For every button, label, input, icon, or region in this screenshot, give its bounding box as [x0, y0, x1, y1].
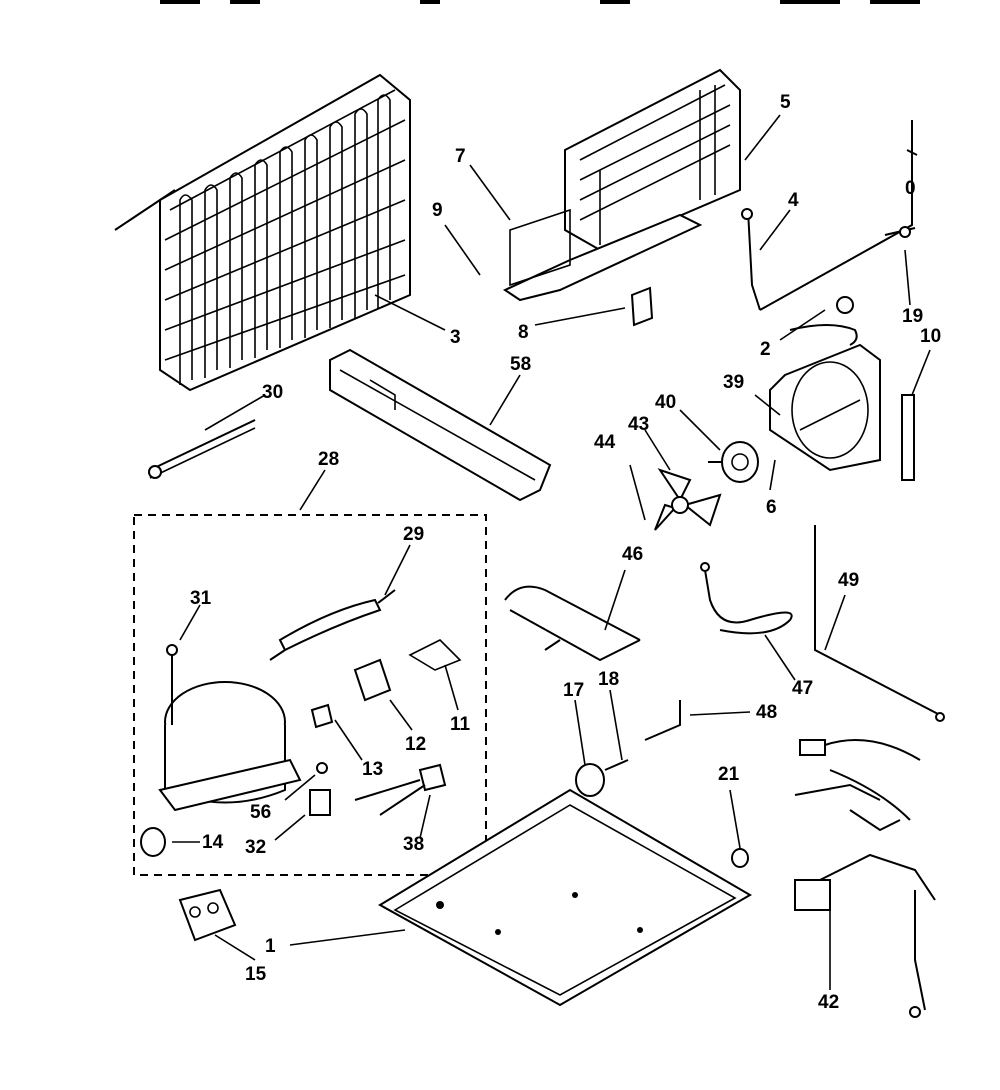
callout-44: 44: [594, 432, 616, 453]
bracket-8: [630, 286, 654, 327]
callout-42: 42: [818, 992, 839, 1013]
evaporator: [502, 68, 741, 302]
callout-6: 6: [766, 497, 777, 518]
callout-3: 3: [450, 327, 461, 348]
fan-motor: [708, 441, 759, 483]
callout-32: 32: [245, 837, 266, 858]
callout-4: 4: [788, 190, 799, 211]
compressor: [158, 644, 302, 812]
callout-15: 15: [245, 964, 267, 985]
base-pan: [378, 788, 752, 1007]
compressor-kit-box: [133, 514, 487, 876]
wire-bracket-46: [504, 585, 641, 662]
callout-31: 31: [190, 588, 212, 609]
callout-7: 7: [455, 146, 466, 167]
callout-38: 38: [403, 834, 424, 855]
wiring-harness: [794, 739, 936, 1018]
callout-10: 10: [920, 326, 941, 347]
wheel-17: [575, 759, 629, 797]
strip-10: [901, 394, 915, 481]
callout-2: 2: [760, 339, 771, 360]
callout-58: 58: [510, 354, 531, 375]
callout-8: 8: [518, 322, 529, 343]
callout-5: 5: [780, 92, 791, 113]
drier: [269, 589, 396, 661]
callout-48: 48: [756, 702, 777, 723]
top-clipped-text: [160, 0, 920, 4]
fan-blade: [654, 468, 722, 531]
grommet-14: [140, 827, 166, 857]
tube-49: [814, 525, 945, 722]
nut-21: [731, 848, 749, 868]
callout-18: 18: [598, 669, 619, 690]
callout-13: 13: [362, 759, 383, 780]
fan-shroud: [769, 343, 881, 472]
callout-43: 43: [628, 414, 649, 435]
callout-0: 0: [905, 178, 916, 199]
callout-39: 39: [723, 372, 744, 393]
callout-28: 28: [318, 449, 339, 470]
callout-56: 56: [250, 802, 271, 823]
tubing-assembly: [741, 120, 918, 346]
tube-coil-47: [700, 562, 793, 635]
callout-1: 1: [265, 936, 276, 957]
callout-29: 29: [403, 524, 424, 545]
bracket-15: [178, 888, 237, 942]
tube-48: [644, 700, 681, 741]
small-parts: [309, 762, 447, 816]
leader-lines: [172, 114, 931, 990]
callout-46: 46: [622, 544, 643, 565]
callout-30: 30: [262, 382, 283, 403]
callout-12: 12: [405, 734, 426, 755]
callout-17: 17: [563, 680, 584, 701]
tube-30: [148, 419, 256, 479]
callout-47: 47: [792, 678, 813, 699]
callout-11: 11: [450, 714, 471, 735]
condenser-coil: [114, 73, 411, 392]
callout-14: 14: [202, 832, 224, 853]
callout-19: 19: [902, 306, 923, 327]
callout-21: 21: [718, 764, 740, 785]
relay-overload: [310, 639, 462, 729]
callout-49: 49: [838, 570, 859, 591]
drain-trough: [329, 348, 552, 502]
callout-9: 9: [432, 200, 443, 221]
callout-40: 40: [655, 392, 676, 413]
